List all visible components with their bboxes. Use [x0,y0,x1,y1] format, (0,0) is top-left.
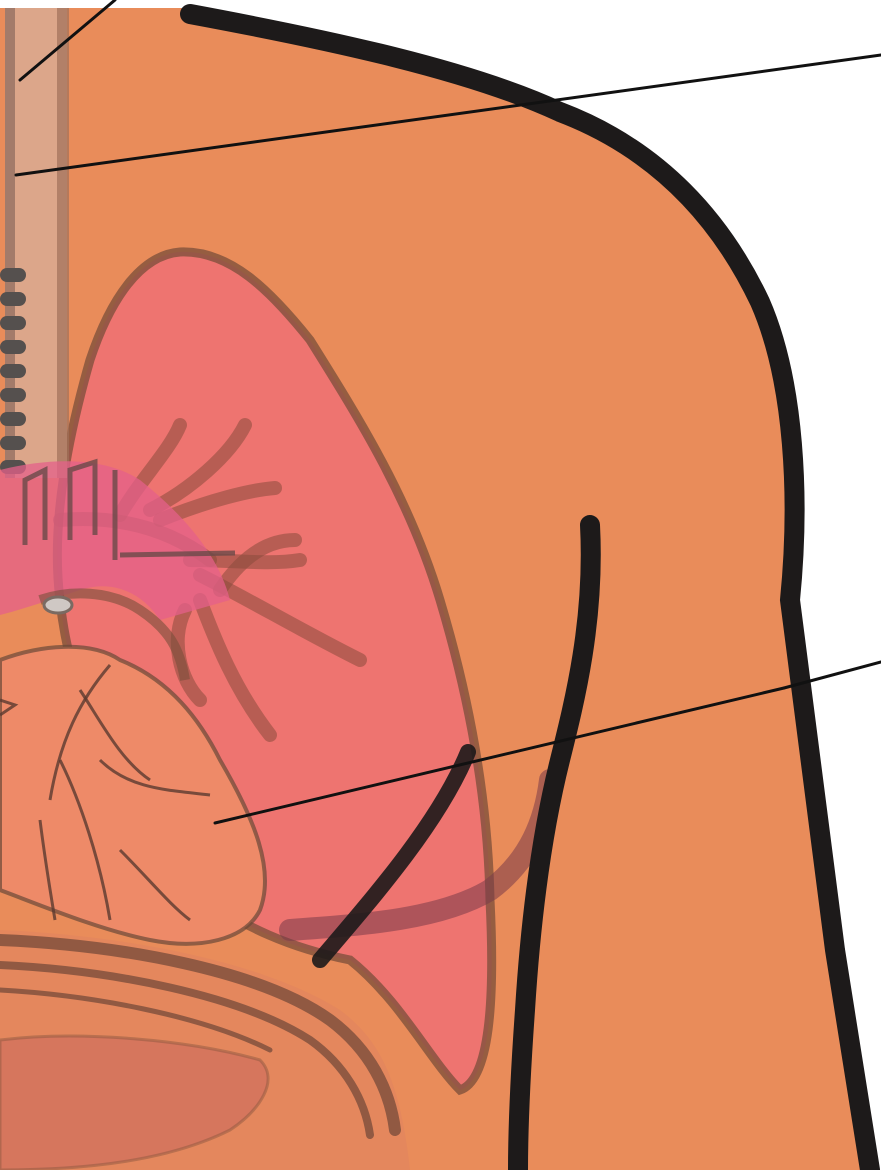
valve [44,597,72,613]
esophagus-rings [0,268,26,474]
trachea-wall-right [57,8,69,478]
trachea-wall-left [5,8,15,478]
